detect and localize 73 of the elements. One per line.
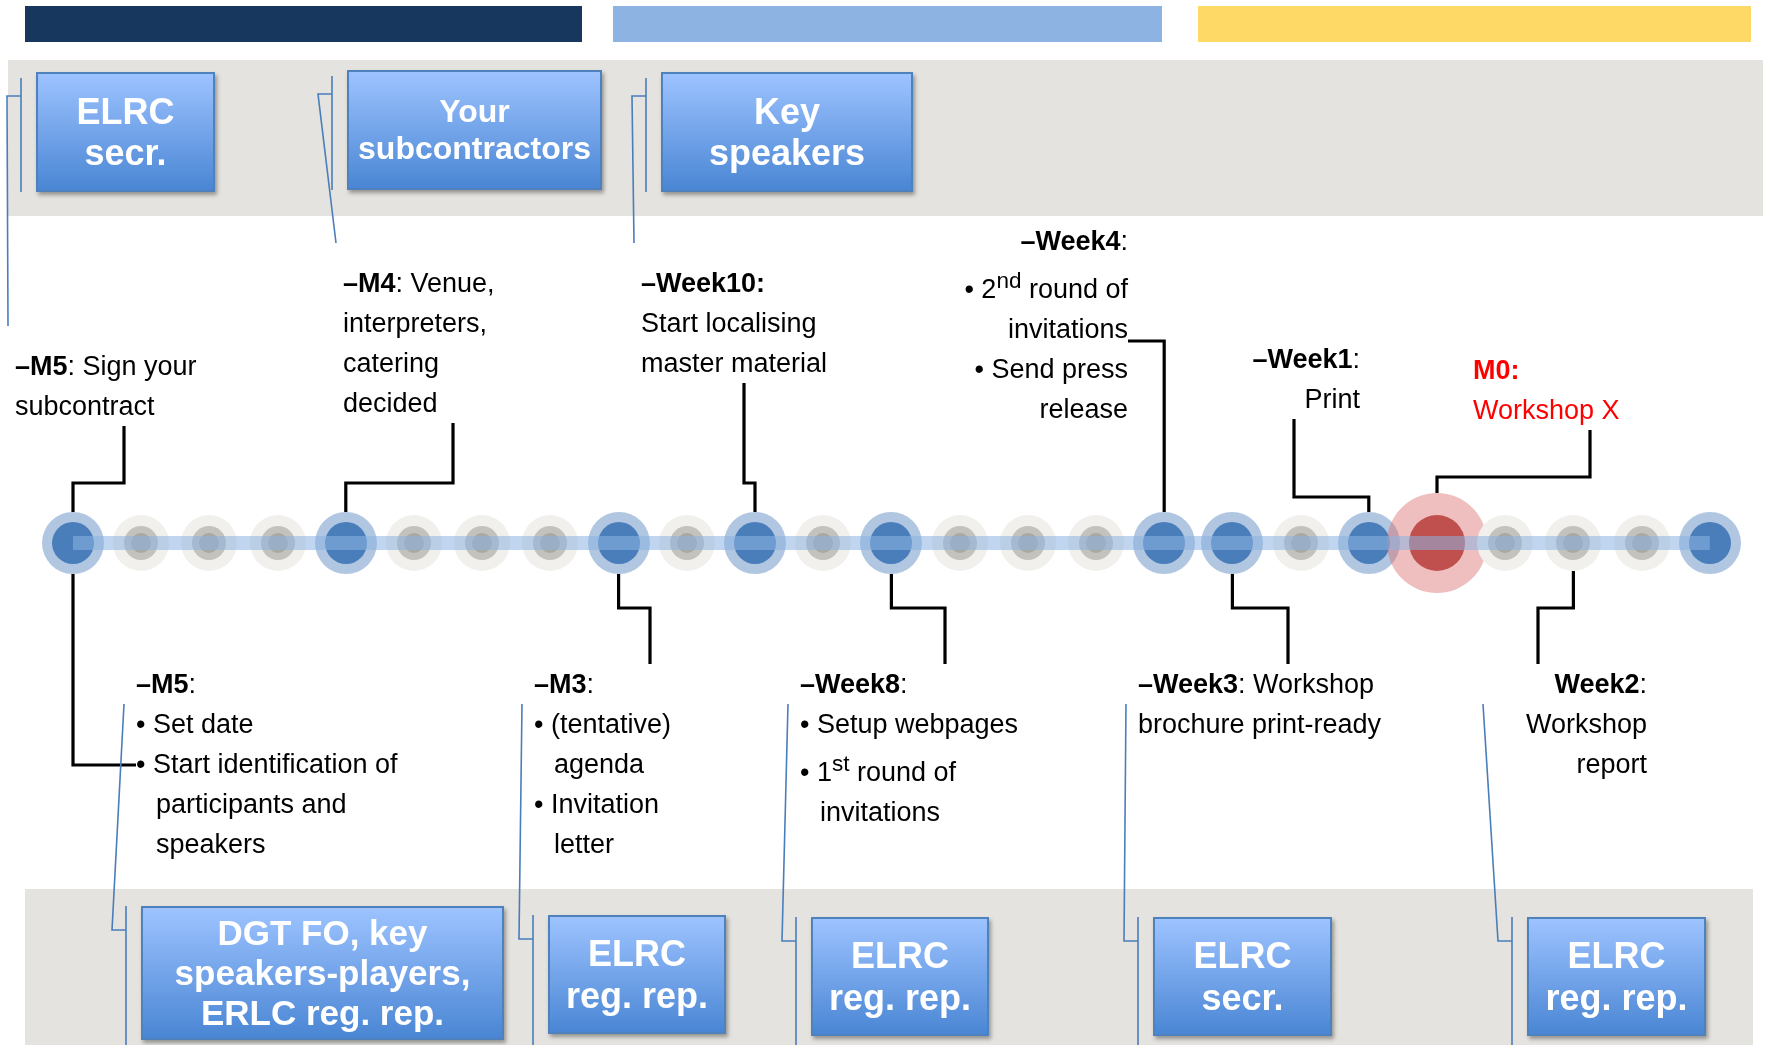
leader-line — [1292, 419, 1371, 512]
leader-line — [71, 574, 136, 767]
milestone-text: Workshop report — [1524, 708, 1647, 781]
role-box: ELRC reg. rep. — [811, 917, 989, 1036]
milestone-text: –Week3: Workshop brochure print-ready — [1138, 668, 1383, 741]
timeline-dot — [42, 512, 104, 574]
timeline-dot — [249, 515, 306, 571]
leader-line — [889, 574, 947, 664]
timeline-dot — [1201, 512, 1264, 574]
role-box: Your subcontractors — [347, 70, 602, 190]
bullet-item: • Set date — [136, 708, 255, 741]
bracket-line — [518, 703, 534, 1045]
leader-line — [742, 383, 757, 512]
timeline-dot — [454, 515, 511, 571]
milestone-text: Print — [1303, 383, 1360, 416]
timeline-dot — [1133, 512, 1196, 574]
leader-line — [1230, 574, 1290, 664]
bullet-item: • Send press release — [973, 353, 1128, 426]
milestone-text: –M4: Venue, interpreters, catering decided — [343, 267, 496, 420]
timeline-dot — [314, 512, 377, 574]
timeline-dot — [795, 515, 852, 571]
bracket-line — [781, 703, 797, 1045]
bracket-line — [6, 77, 22, 327]
bracket-line — [631, 77, 647, 244]
bracket-line — [1482, 703, 1513, 1045]
role-box: ELRC reg. rep. — [1527, 917, 1706, 1036]
leader-line — [71, 426, 126, 512]
timeline-dot — [522, 515, 579, 571]
bracket-line — [317, 75, 337, 244]
bullet-item: • (tentative) agenda — [534, 708, 672, 781]
timeline-dot — [1477, 515, 1534, 571]
role-box: DGT FO, key speakers-players, ERLC reg. rep. — [141, 906, 504, 1040]
milestone-text: Workshop X — [1473, 394, 1621, 427]
role-box: Key speakers — [661, 72, 913, 192]
timeline-dot — [724, 512, 786, 574]
timeline-dot — [999, 515, 1056, 571]
milestone-heading: –Week4: — [1019, 225, 1128, 258]
leader-line — [344, 423, 455, 512]
milestone-heading: –Week8: — [800, 668, 909, 701]
timeline-dot — [658, 515, 715, 571]
leader-line — [1536, 571, 1575, 664]
bullet-item: • Invitation letter — [534, 788, 661, 861]
milestone-heading: –Week1: — [1251, 343, 1360, 376]
milestone-text: –M5: Sign your subcontract — [15, 350, 198, 423]
timeline-dot — [931, 515, 988, 571]
timeline-dot — [1678, 512, 1741, 574]
timeline-dot — [1613, 515, 1670, 571]
milestone-heading: –Week10: — [641, 267, 767, 300]
timeline-dot — [1068, 515, 1124, 571]
timeline-dot — [181, 515, 238, 571]
milestone-heading: Week2: — [1553, 668, 1647, 701]
milestone-heading: M0: — [1473, 354, 1521, 387]
leader-line — [617, 574, 652, 664]
timeline-dot — [1272, 515, 1329, 571]
role-box: ELRC secr. — [36, 72, 215, 192]
milestone-text: Start localising master material — [641, 307, 829, 380]
timeline-dot — [1545, 515, 1602, 571]
bullet-item: • Setup webpages — [800, 708, 1020, 741]
timeline-dot — [113, 515, 170, 571]
bullet-item: • 1$^{st}$ round of invitations — [800, 750, 958, 829]
leader-line — [1435, 430, 1592, 493]
role-box: ELRC reg. rep. — [548, 915, 726, 1034]
bullet-item: • 2$^{nd}$ round of invitations — [963, 267, 1128, 346]
timeline-dot — [386, 515, 442, 571]
timeline-dot — [860, 512, 923, 574]
bullet-item: • Start identification of participants and speakers — [136, 748, 399, 861]
leader-line — [1128, 339, 1166, 512]
bracket-line — [1123, 703, 1139, 1045]
timeline-dot — [587, 512, 650, 574]
milestone-heading: –M5: — [136, 668, 198, 701]
role-box: ELRC secr. — [1153, 917, 1332, 1036]
bracket-line — [111, 703, 127, 1045]
milestone-heading: –M3: — [534, 668, 596, 701]
